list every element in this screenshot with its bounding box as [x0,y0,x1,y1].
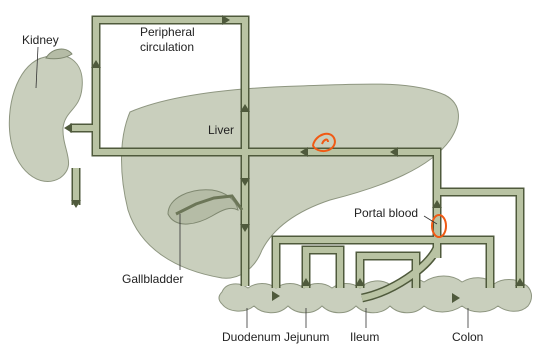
label-jejunum: Jejunum [284,330,329,344]
label-peripheral-line1: Peripheral [140,25,195,39]
arrow-left-kidney [64,123,72,133]
label-liver: Liver [208,123,234,137]
kidney-shape [9,55,82,182]
label-ileum: Ileum [350,330,379,344]
label-duodenum: Duodenum [222,330,281,344]
liver-shape [122,84,459,278]
label-gallbladder: Gallbladder [122,272,183,286]
label-kidney: Kidney [22,33,59,47]
label-portal-blood: Portal blood [354,206,418,220]
label-colon: Colon [452,330,483,344]
label-peripheral-line2: circulation [140,40,194,54]
